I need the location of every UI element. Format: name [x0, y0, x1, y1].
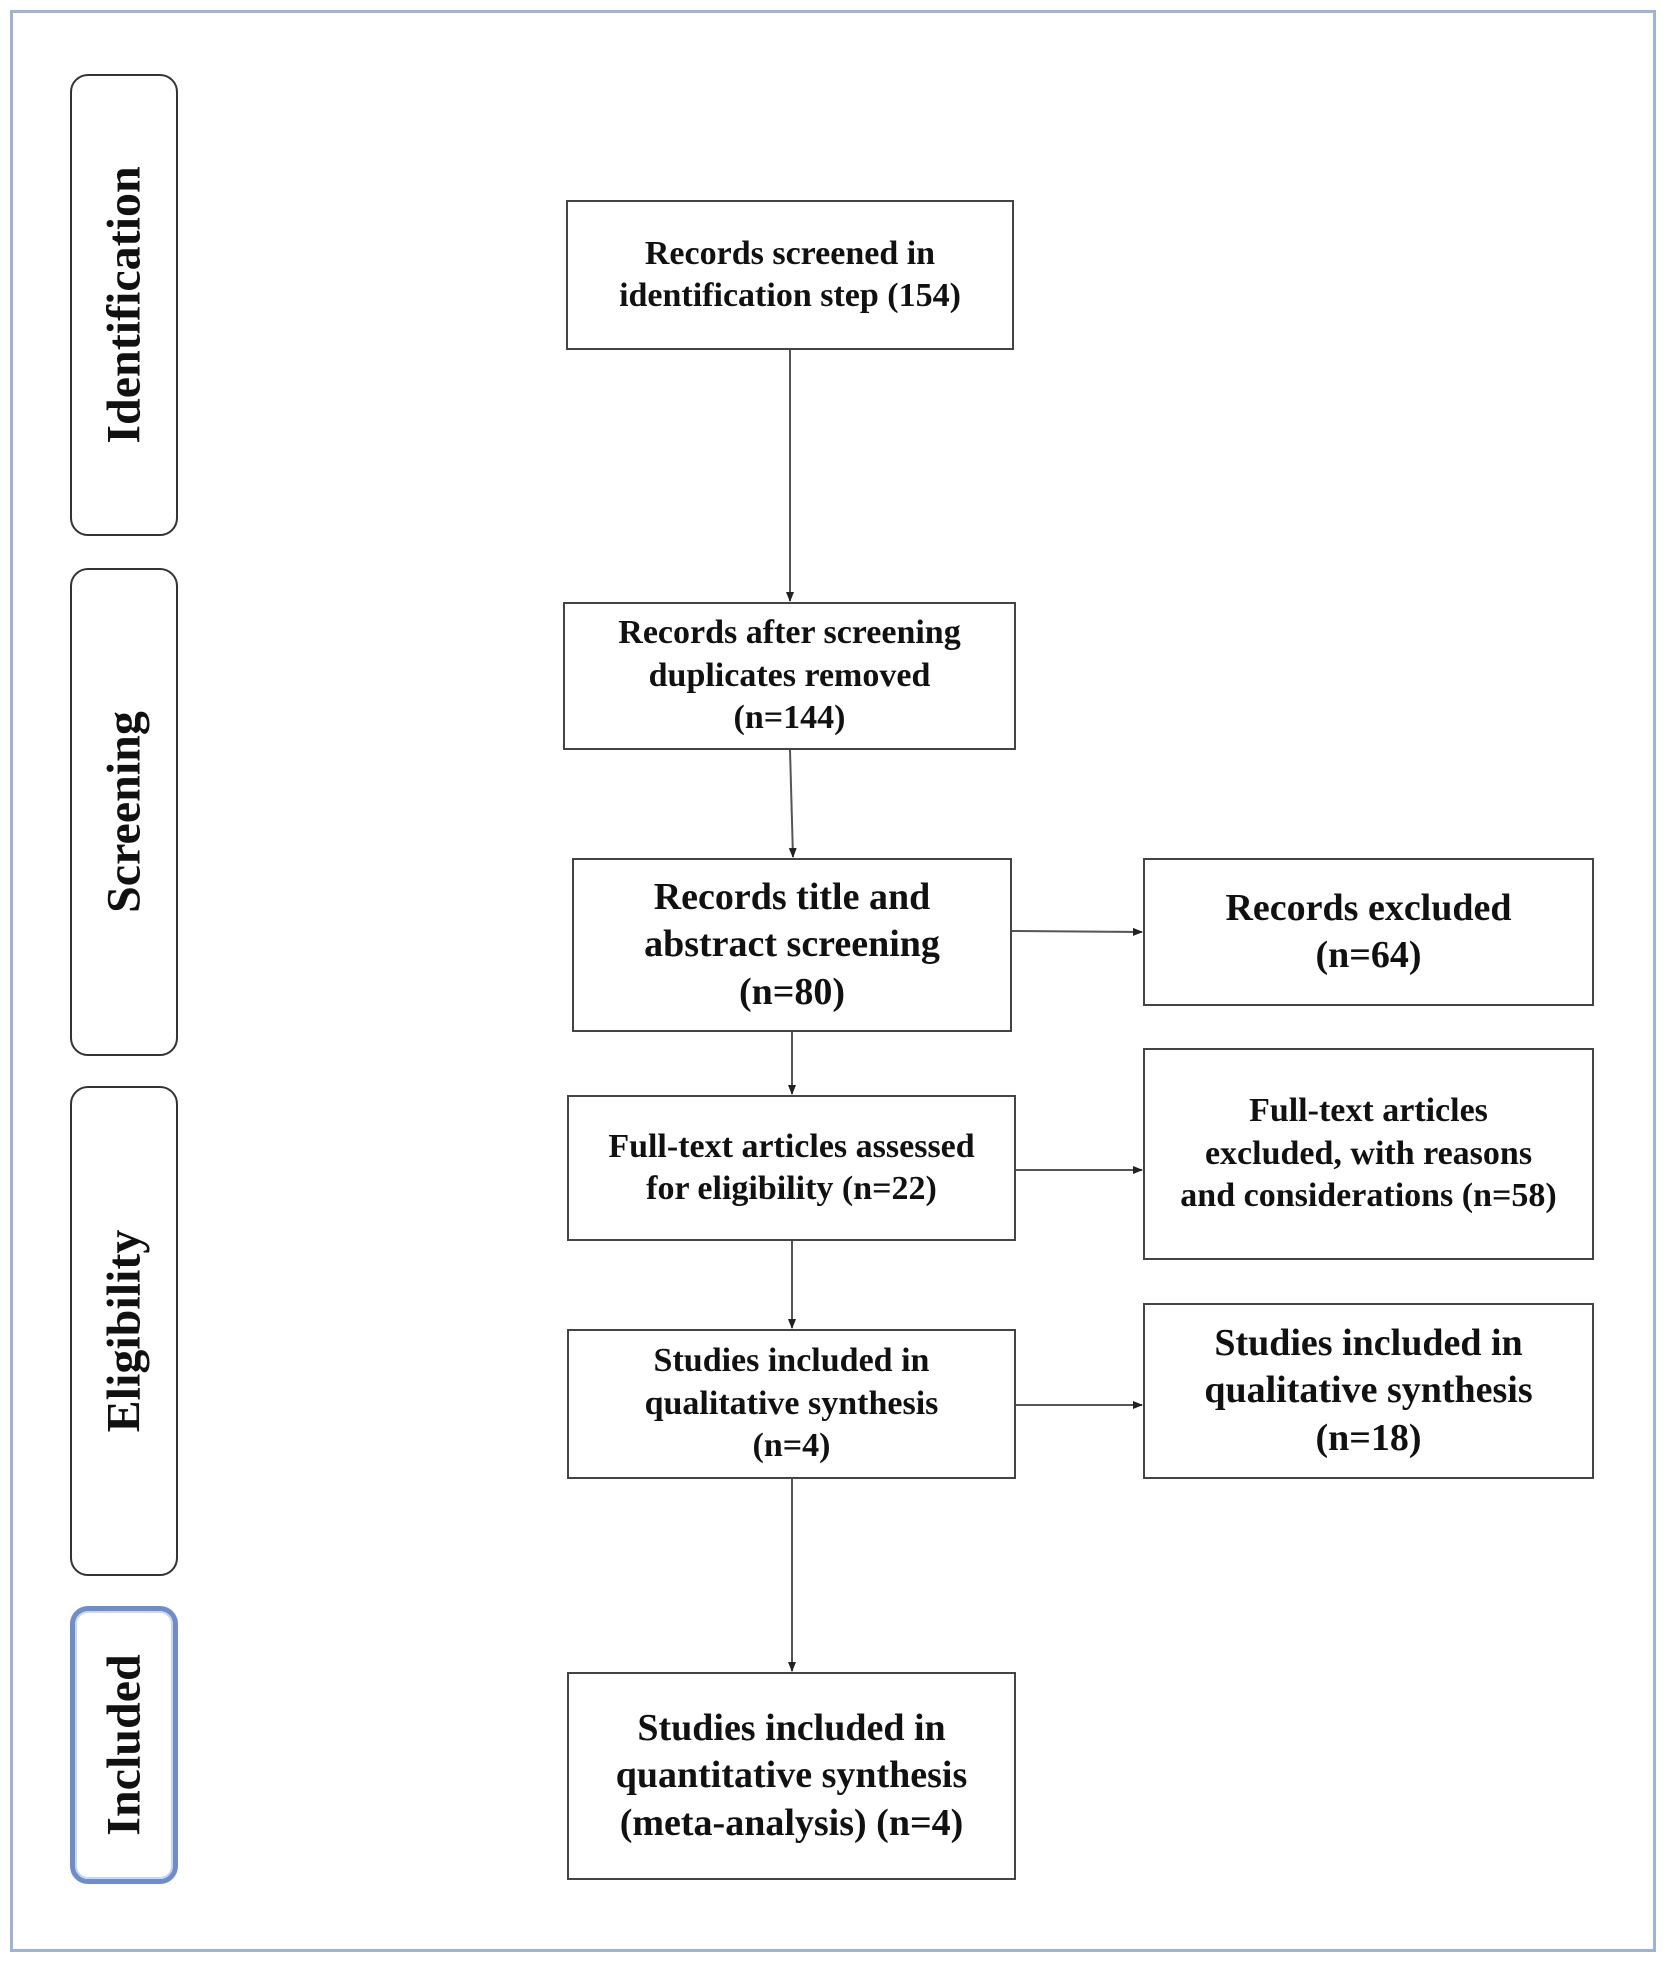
box-records-identified: Records screened in identification step …: [566, 200, 1014, 350]
box-fulltext-excluded: Full-text articles excluded, with reason…: [1143, 1048, 1594, 1260]
box-title-abstract-screening-text: Records title and abstract screening (n=…: [644, 875, 940, 1013]
box-duplicates-removed-text: Records after screening duplicates remov…: [618, 614, 961, 737]
stage-identification: Identification: [70, 74, 178, 536]
stage-screening: Screening: [70, 568, 178, 1056]
arrow-title-to-excluded: [1011, 927, 1143, 936]
box-fulltext-assessed: Full-text articles assessed for eligibil…: [567, 1095, 1016, 1241]
box-quantitative-synthesis-text: Studies included in quantitative synthes…: [615, 1706, 968, 1844]
stage-included: Included: [70, 1606, 178, 1884]
box-records-excluded-text: Records excluded (n=64): [1225, 886, 1512, 977]
stage-eligibility: Eligibility: [70, 1086, 178, 1576]
box-qualitative-synthesis-left: Studies included in qualitative synthesi…: [567, 1329, 1016, 1479]
box-fulltext-excluded-text: Full-text articles excluded, with reason…: [1180, 1092, 1557, 1215]
box-records-identified-text: Records screened in identification step …: [619, 234, 961, 315]
box-qualitative-synthesis-right-text: Studies included in qualitative synthesi…: [1204, 1321, 1533, 1459]
box-quantitative-synthesis: Studies included in quantitative synthes…: [567, 1672, 1016, 1880]
box-records-excluded: Records excluded (n=64): [1143, 858, 1594, 1006]
arrow-duplicates-to-title: [788, 749, 797, 858]
box-title-abstract-screening: Records title and abstract screening (n=…: [572, 858, 1012, 1032]
diagram-frame: [10, 10, 1656, 1952]
box-qualitative-synthesis-left-text: Studies included in qualitative synthesi…: [644, 1342, 939, 1465]
box-qualitative-synthesis-right: Studies included in qualitative synthesi…: [1143, 1303, 1594, 1479]
box-fulltext-assessed-text: Full-text articles assessed for eligibil…: [608, 1127, 975, 1208]
box-duplicates-removed: Records after screening duplicates remov…: [563, 602, 1016, 750]
